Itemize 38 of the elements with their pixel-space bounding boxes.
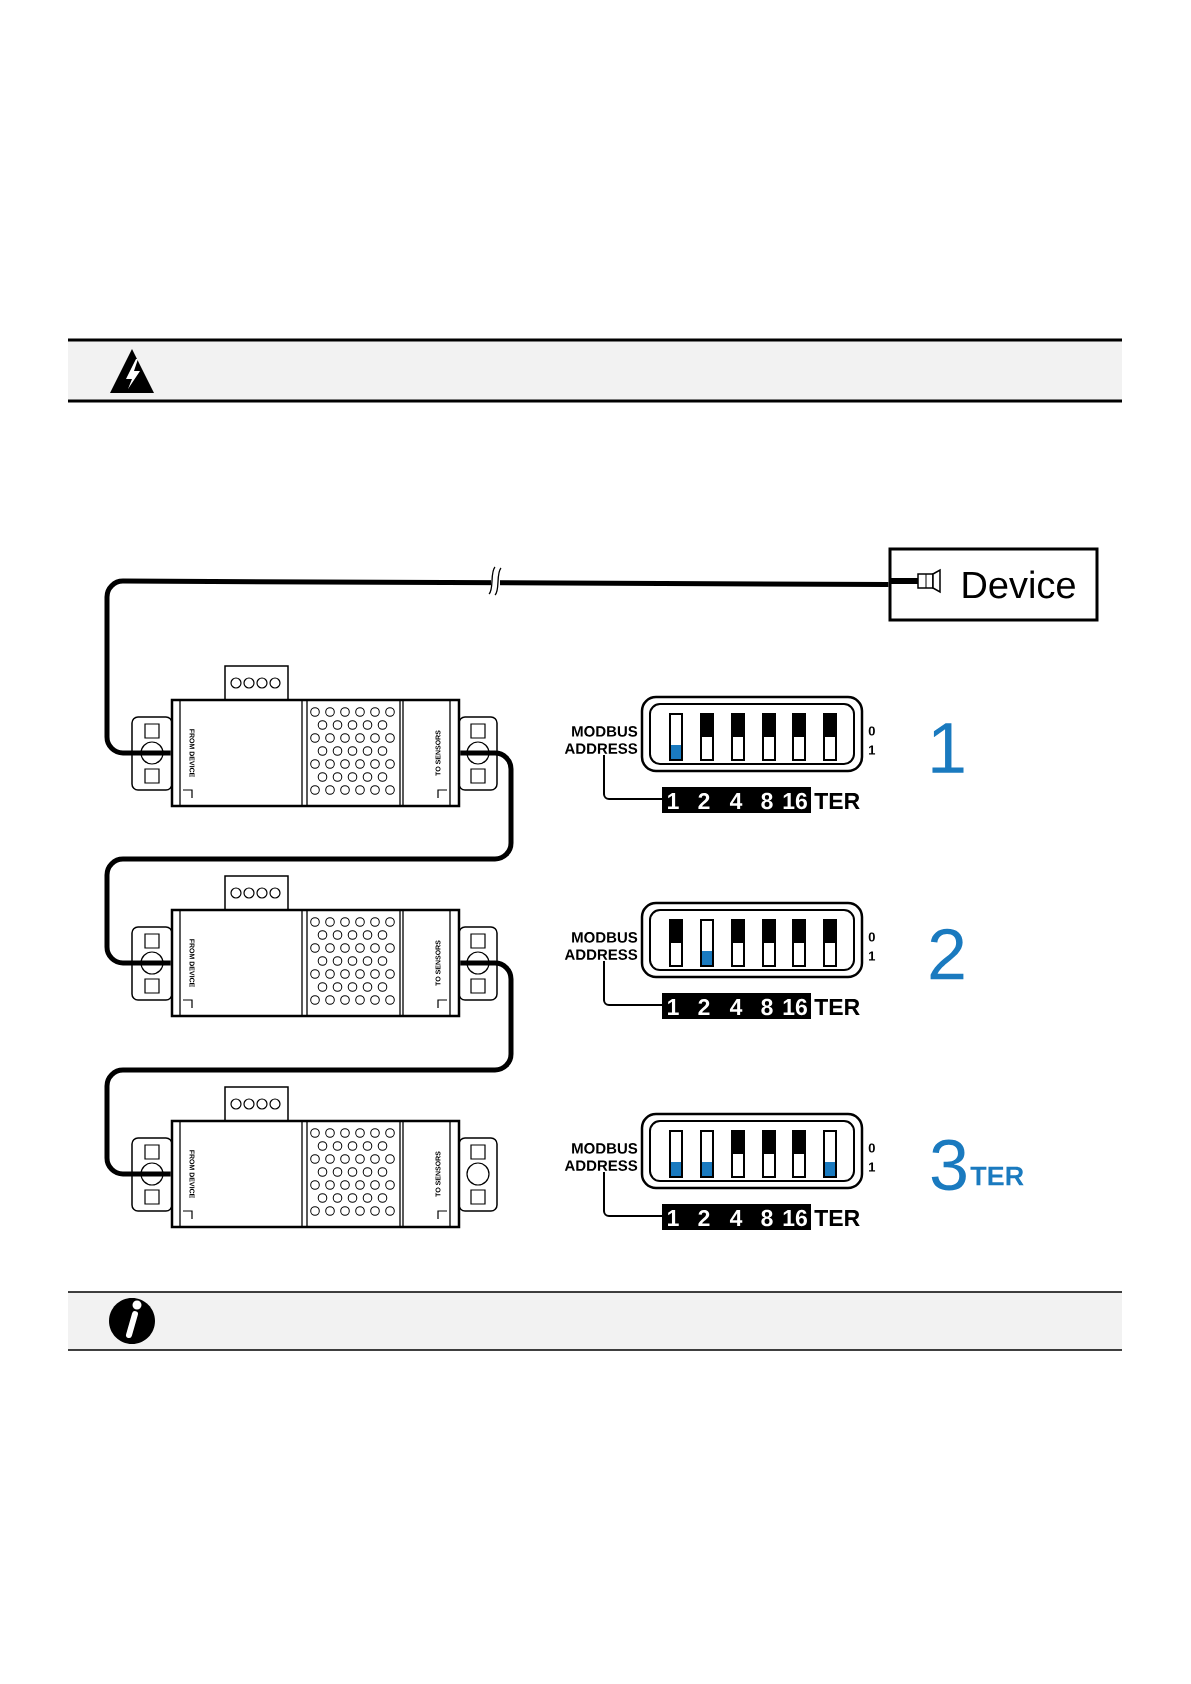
cable: [104, 578, 889, 756]
position-label: 1: [869, 745, 876, 755]
cable: [104, 750, 514, 966]
bit-label: 16: [783, 1209, 807, 1227]
position-label: 0: [868, 726, 875, 736]
bit-label: 2: [698, 1210, 710, 1227]
cable: [104, 960, 514, 1177]
termination-label: TER: [814, 793, 860, 809]
sensor-module: [131, 1086, 498, 1229]
bit-label: 4: [729, 999, 743, 1015]
address-label: MODBUS ADDRESS: [564, 726, 638, 754]
address-number: 2: [930, 928, 964, 980]
bit-label: 2: [698, 793, 710, 810]
bit-label: 8: [761, 792, 773, 810]
sensor-module: [131, 665, 498, 808]
position-label: 1: [869, 951, 876, 961]
termination-label: TER: [814, 999, 860, 1015]
position-label: 0: [868, 932, 875, 942]
bit-label: 2: [698, 999, 710, 1016]
address-number: 1: [932, 723, 964, 773]
bit-label: 1: [668, 1210, 679, 1226]
termination-label: TER: [970, 1166, 1024, 1186]
bit-label: 1: [668, 793, 679, 809]
address-number: 3: [931, 1139, 966, 1191]
sensor-module: [131, 875, 498, 1018]
bit-label: 1: [668, 999, 679, 1015]
termination-label: TER: [814, 1210, 860, 1226]
bit-label: 8: [761, 1209, 773, 1227]
bit-label: 16: [783, 792, 807, 810]
address-label: MODBUS ADDRESS: [564, 1143, 638, 1171]
bit-label: 4: [729, 793, 743, 809]
bit-label: 4: [729, 1210, 743, 1226]
position-label: 0: [868, 1143, 875, 1153]
position-label: 1: [869, 1162, 876, 1172]
address-label: MODBUS ADDRESS: [564, 932, 638, 960]
device-box: Device: [888, 547, 1099, 622]
bit-label: 8: [761, 998, 773, 1016]
bit-label: 16: [783, 998, 807, 1016]
